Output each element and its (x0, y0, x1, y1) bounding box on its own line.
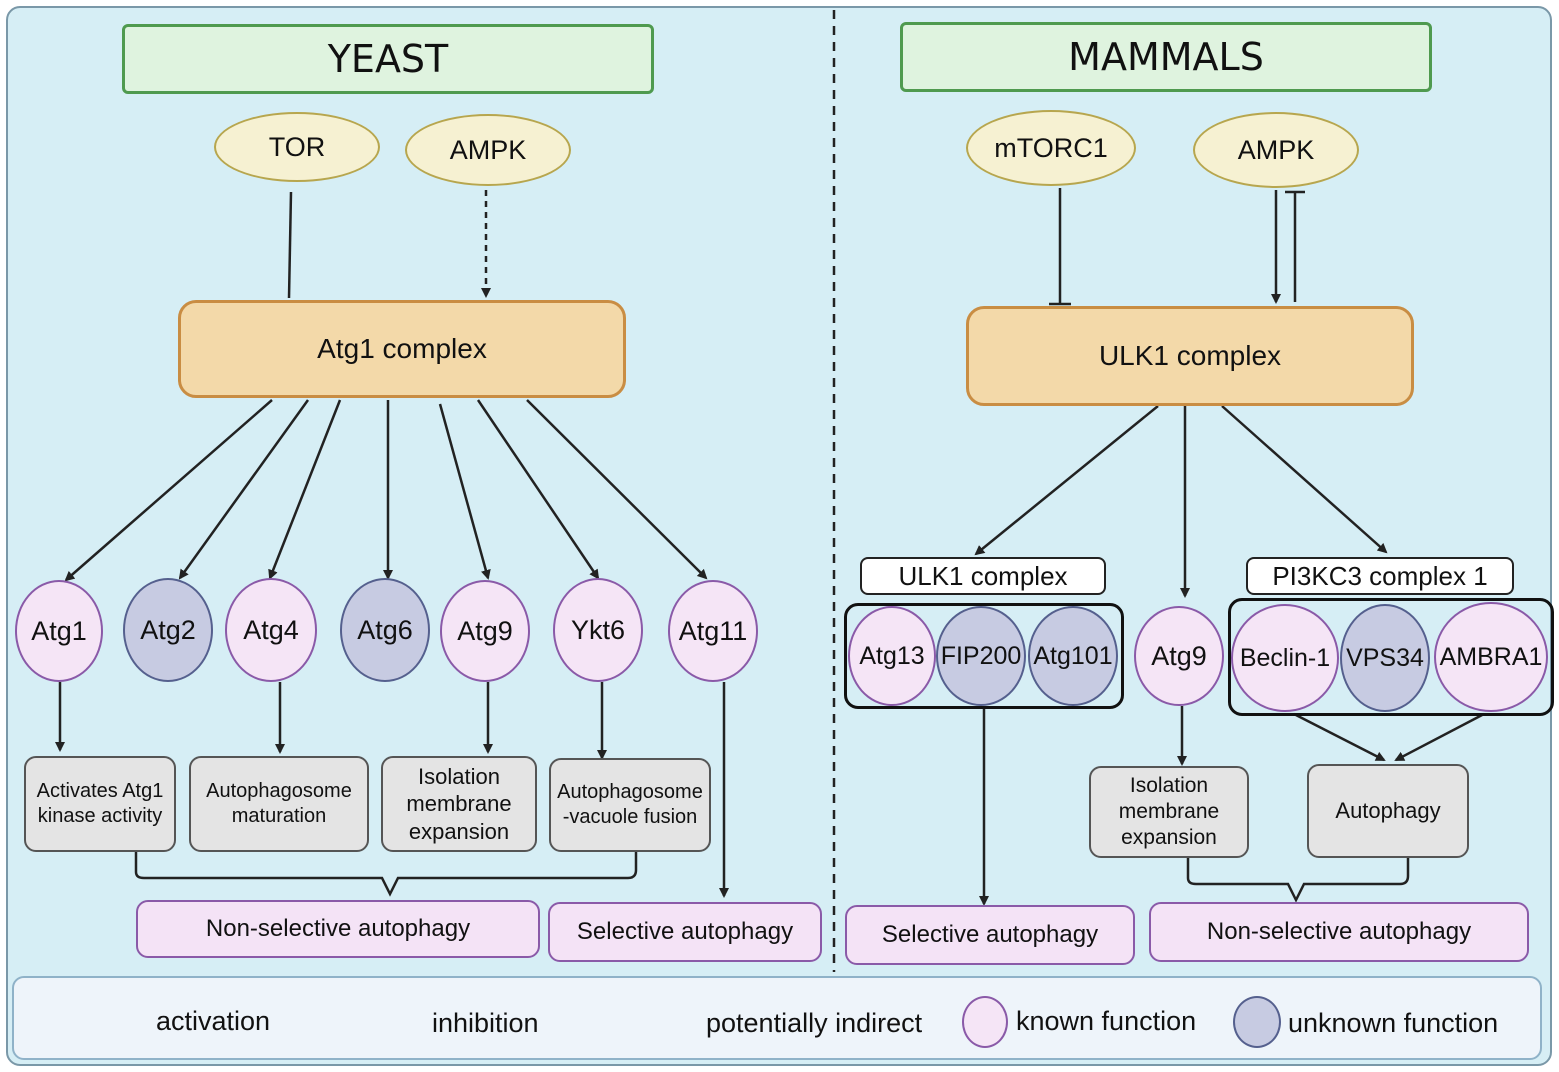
mammals-atg9-protein: Atg9 (1134, 606, 1224, 706)
mammals-isolation-box: Isolation membrane expansion (1089, 766, 1249, 858)
legend-panel (12, 976, 1542, 1060)
atg1-function-box: Activates Atg1 kinase activity (24, 756, 176, 852)
yeast-brace (134, 852, 638, 897)
legend-known-label: known function (1016, 1006, 1197, 1036)
atg2-protein: Atg2 (123, 578, 213, 682)
complex-to-atg4 (268, 399, 342, 580)
legend-unknown-swatch (1233, 996, 1281, 1048)
complex-to-atg11 (526, 399, 708, 580)
legend-activation-label: activation (156, 1006, 271, 1036)
ambra1-protein: AMBRA1 (1434, 602, 1548, 712)
ulk1-complex-box: ULK1 complex (966, 306, 1414, 406)
atg9-function-box: Isolation membrane expansion (381, 756, 537, 852)
mammals-ampk-oval: AMPK (1193, 112, 1359, 188)
mammals-non-selective-box: Non-selective autophagy (1149, 902, 1529, 962)
atg6-protein: Atg6 (340, 578, 430, 682)
mammals-title: MAMMALS (900, 22, 1432, 92)
legend-indirect-label: potentially indirect (706, 1008, 923, 1038)
yeast-non-selective-box: Non-selective autophagy (136, 900, 540, 958)
ulk1-group-label: ULK1 complex (860, 557, 1106, 595)
tor-to-atg1-complex (287, 191, 293, 299)
yeast-title: YEAST (122, 24, 654, 94)
ulk1-to-pi3kc3 (1221, 405, 1388, 554)
legend-unknown-label: unknown function (1288, 1008, 1499, 1038)
beclin1-protein: Beclin-1 (1231, 604, 1339, 712)
ykt6-function-box: Autophagosome -vacuole fusion (549, 758, 711, 852)
complex-to-ykt6 (476, 399, 600, 580)
vps34-protein: VPS34 (1340, 604, 1430, 712)
atg101-protein: Atg101 (1028, 606, 1118, 706)
pi3k-to-autophagy-b (1394, 712, 1485, 762)
pi3k-to-autophagy-a (1293, 712, 1386, 762)
atg1-protein: Atg1 (15, 580, 103, 682)
complex-to-atg2 (178, 399, 310, 580)
pi3kc3-group-label: PI3KC3 complex 1 (1246, 557, 1514, 595)
tor-oval: TOR (214, 112, 380, 182)
complex-to-atg1 (64, 399, 273, 582)
atg4-function-box: Autophagosome maturation (189, 756, 369, 852)
complex-to-atg9 (438, 403, 491, 580)
mammals-brace (1186, 858, 1410, 903)
atg13-protein: Atg13 (848, 606, 936, 706)
legend-known-swatch (962, 996, 1008, 1048)
mammals-autophagy-box: Autophagy (1307, 764, 1469, 858)
mammals-selective-box: Selective autophagy (845, 905, 1135, 965)
yeast-selective-box: Selective autophagy (548, 902, 822, 962)
atg4-protein: Atg4 (225, 578, 317, 682)
yeast-ampk-oval: AMPK (405, 114, 571, 186)
ykt6-protein: Ykt6 (553, 578, 643, 682)
atg9-protein: Atg9 (440, 580, 530, 682)
ulk1-group-frame (844, 603, 1124, 709)
ulk1-to-ulk1-group (974, 405, 1159, 556)
mtorc1-oval: mTORC1 (966, 110, 1136, 186)
pi3kc3-group-frame (1228, 598, 1554, 716)
legend-inhibition-label: inhibition (432, 1008, 539, 1038)
atg11-protein: Atg11 (668, 580, 758, 682)
atg1-complex-box: Atg1 complex (178, 300, 626, 398)
fip200-protein: FIP200 (936, 606, 1026, 706)
